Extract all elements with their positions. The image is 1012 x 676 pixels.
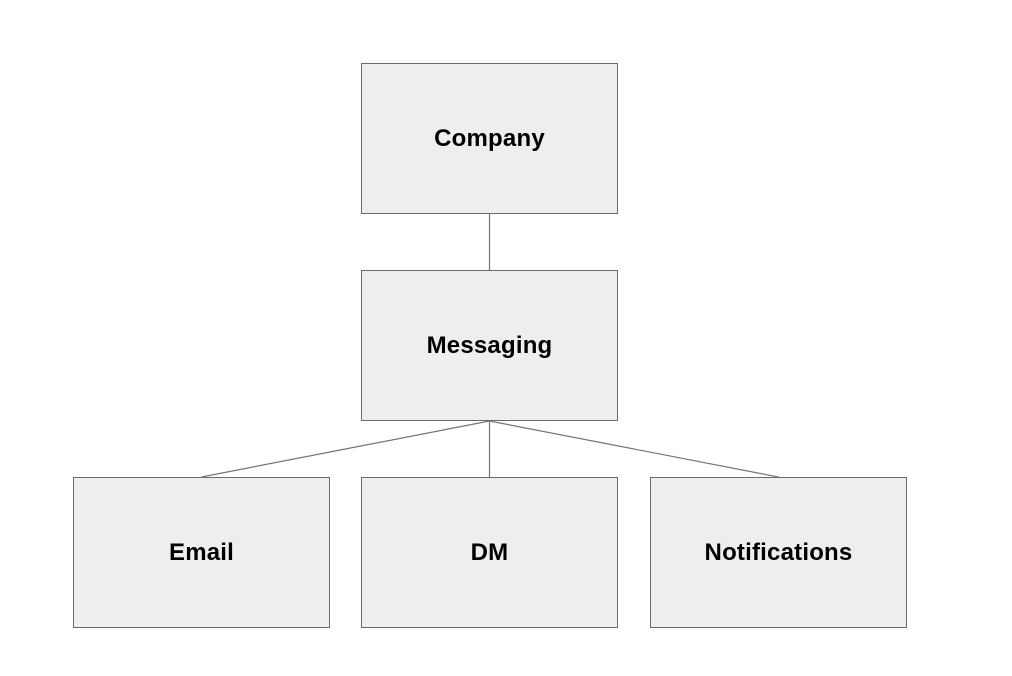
edge-messaging-email — [201, 420, 490, 478]
node-email-label: Email — [168, 538, 235, 566]
node-messaging: Messaging — [361, 270, 618, 421]
node-dm: DM — [361, 477, 618, 628]
edge-messaging-notifications — [489, 420, 779, 478]
node-notifications-label: Notifications — [704, 538, 853, 566]
node-company: Company — [361, 63, 618, 214]
node-notifications: Notifications — [650, 477, 907, 628]
node-email: Email — [73, 477, 330, 628]
node-messaging-label: Messaging — [426, 331, 553, 359]
node-company-label: Company — [434, 124, 545, 152]
node-dm-label: DM — [470, 538, 509, 566]
